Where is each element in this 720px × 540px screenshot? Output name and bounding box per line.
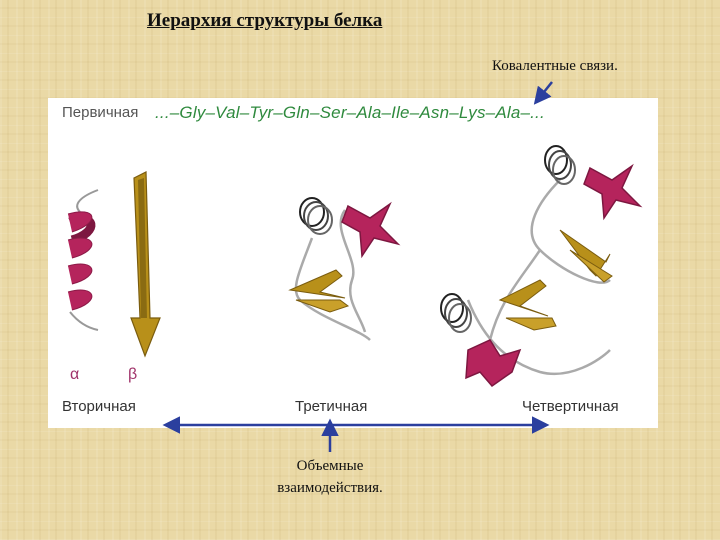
quaternary-helix-upper — [544, 145, 576, 185]
volume-interactions-label: Объемные взаимодействия. — [230, 455, 430, 499]
tertiary-structure-label: Третичная — [295, 398, 368, 415]
slide-title: Иерархия структуры белка — [147, 10, 383, 31]
alpha-symbol: α — [70, 366, 80, 383]
beta-strand-graphic — [130, 171, 161, 358]
volume-label-line2: взаимодействия. — [277, 480, 383, 496]
tertiary-helix — [299, 197, 333, 235]
quaternary-helix-lower — [440, 293, 472, 333]
volume-interaction-arrows — [162, 416, 550, 452]
quaternary-strand-upper — [559, 229, 613, 283]
primary-structure-label: Первичная — [62, 104, 139, 121]
tertiary-helix-red — [341, 201, 401, 259]
volume-label-line1: Объемные — [296, 458, 364, 474]
covalent-bond-arrow — [533, 81, 553, 105]
tertiary-strand — [288, 269, 350, 313]
quaternary-red-helix-upper — [583, 163, 643, 221]
amino-acid-sequence: ...–Gly–Val–Tyr–Gln–Ser–Ala–Ile–Asn–Lys–… — [155, 103, 545, 122]
quaternary-strand-lower — [498, 279, 557, 331]
alpha-helix-graphic — [67, 189, 99, 331]
covalent-bonds-label: Ковалентные связи. — [492, 58, 618, 74]
quaternary-structure-graphic — [440, 145, 643, 388]
tertiary-structure-graphic — [288, 197, 401, 341]
beta-symbol: β — [128, 366, 138, 383]
quaternary-structure-label: Четвертичная — [522, 398, 619, 415]
secondary-structure-label: Вторичная — [62, 398, 136, 415]
quaternary-red-helix-lower — [465, 339, 522, 388]
